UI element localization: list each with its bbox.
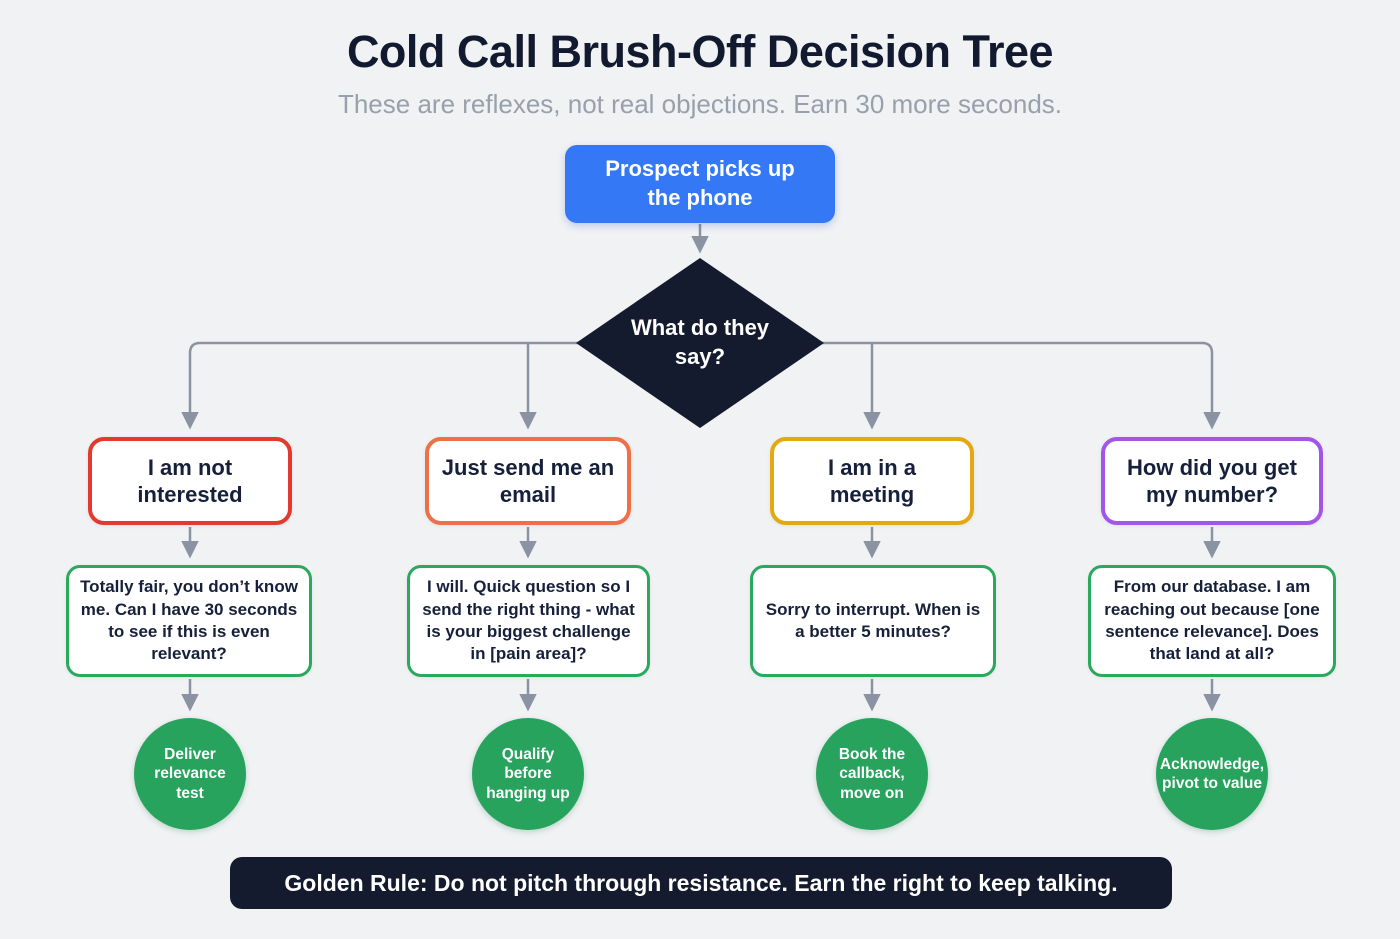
- golden-rule-banner: Golden Rule: Do not pitch through resist…: [230, 857, 1172, 909]
- response-not-interested: Totally fair, you don’t know me. Can I h…: [66, 565, 312, 677]
- branch-objection-send-email: Just send me an email: [425, 437, 631, 525]
- action-acknowledge-pivot: Acknowledge, pivot to value: [1156, 718, 1268, 830]
- response-in-meeting: Sorry to interrupt. When is a better 5 m…: [750, 565, 996, 677]
- connector-decision-to-branch-4: [800, 341, 1221, 430]
- connector-decision-to-branch-1: [181, 341, 600, 430]
- decision-node-label: What do they say?: [630, 315, 770, 369]
- page-subtitle: These are reflexes, not real objections.…: [337, 89, 1063, 119]
- branch-objection-in-meeting: I am in a meeting: [770, 437, 974, 525]
- action-deliver-relevance-test: Deliver relevance test: [134, 718, 246, 830]
- page-title: Cold Call Brush-Off Decision Tree: [346, 26, 1054, 77]
- branch-objection-not-interested: I am not interested: [88, 437, 292, 525]
- action-qualify-before-hanging-up: Qualify before hanging up: [472, 718, 584, 830]
- response-send-email: I will. Quick question so I send the rig…: [407, 565, 650, 677]
- response-how-got-number: From our database. I am reaching out bec…: [1088, 565, 1336, 677]
- branch-objection-how-got-number: How did you get my number?: [1101, 437, 1323, 525]
- start-node: Prospect picks up the phone: [565, 145, 835, 223]
- action-book-callback: Book the callback, move on: [816, 718, 928, 830]
